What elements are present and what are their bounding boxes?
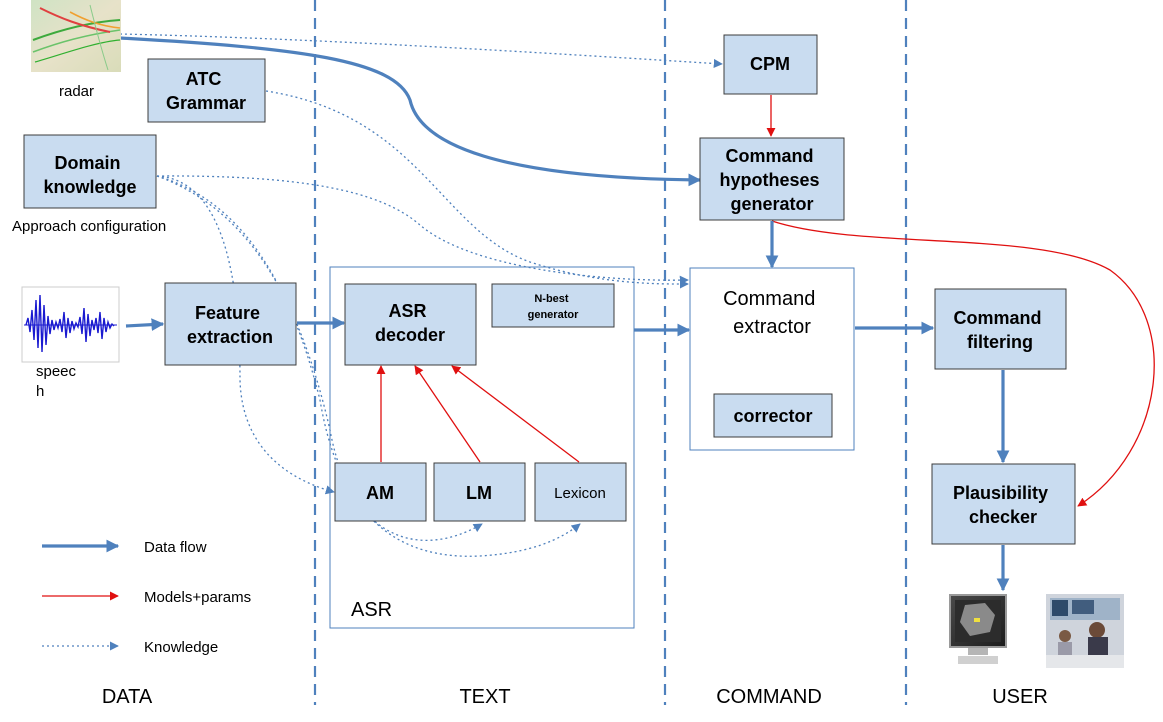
lm-to-decoder-link bbox=[414, 365, 481, 463]
domain-to-extractor-link bbox=[156, 175, 689, 285]
approach-configuration-label: Approach configuration bbox=[12, 218, 166, 235]
speech-to-feature-flow bbox=[125, 318, 165, 332]
domain-knowledge-label: Domain knowledge bbox=[43, 153, 136, 197]
lexicon-box bbox=[534, 462, 627, 522]
column-titles: DATA TEXT COMMAND USER bbox=[102, 686, 1048, 708]
lm-label: LM bbox=[466, 483, 492, 503]
radar-image bbox=[31, 0, 121, 72]
atc-grammar-box bbox=[147, 58, 266, 123]
model-links bbox=[376, 95, 1155, 507]
command-extractor-label: Command extractor bbox=[723, 288, 821, 338]
column-title-command: COMMAND bbox=[716, 686, 822, 708]
radar-to-cpm-link bbox=[119, 33, 723, 69]
hypotheses-to-plausibility-link bbox=[771, 220, 1155, 507]
plausibility-checker-box bbox=[931, 463, 1076, 545]
legend-knowledge-label: Knowledge bbox=[144, 639, 218, 656]
lexicon-label: Lexicon bbox=[554, 485, 606, 502]
feature-extraction-label: Feature extraction bbox=[187, 303, 273, 347]
cpm-box bbox=[723, 34, 818, 95]
atc-grammar-label: ATC Grammar bbox=[166, 69, 246, 113]
corrector-label: corrector bbox=[733, 406, 812, 426]
controllers-photo bbox=[1046, 594, 1124, 668]
asr-group-label: ASR bbox=[351, 599, 392, 621]
lexicon-to-decoder-link bbox=[451, 365, 580, 463]
command-filtering-label: Command filtering bbox=[953, 308, 1046, 352]
nbest-generator-box bbox=[491, 283, 615, 328]
column-title-data: DATA bbox=[102, 686, 153, 708]
asr-decoder-label: ASR decoder bbox=[375, 301, 445, 345]
am-box bbox=[334, 462, 427, 522]
feature-extraction-box bbox=[164, 282, 297, 366]
domain-to-lm-link bbox=[156, 175, 483, 542]
column-title-user: USER bbox=[992, 686, 1048, 708]
monitor-image bbox=[949, 594, 1007, 664]
legend-data-flow-label: Data flow bbox=[144, 539, 207, 556]
lm-box bbox=[433, 462, 526, 522]
cpm-label: CPM bbox=[750, 54, 790, 74]
domain-knowledge-box bbox=[23, 134, 157, 209]
data-flow-links bbox=[119, 36, 1010, 592]
speech-label: speec h bbox=[36, 363, 80, 400]
column-dividers bbox=[313, 0, 908, 705]
column-title-text: TEXT bbox=[459, 686, 510, 708]
asr-decoder-box bbox=[344, 283, 477, 366]
am-label: AM bbox=[366, 483, 394, 503]
legend-models-label: Models+params bbox=[144, 589, 251, 606]
grammar-to-extractor-link bbox=[265, 90, 689, 289]
corrector-box bbox=[713, 393, 833, 438]
radar-to-hypotheses-flow bbox=[119, 36, 702, 187]
speech-waveform bbox=[21, 286, 120, 363]
command-hypotheses-generator-label: Command hypotheses generator bbox=[719, 146, 824, 214]
plausibility-checker-label: Plausibility checker bbox=[953, 483, 1053, 527]
legend: Data flow Models+params Knowledge bbox=[42, 539, 251, 656]
nbest-generator-label: N-best generator bbox=[528, 293, 579, 321]
command-filtering-box bbox=[934, 288, 1067, 370]
command-hypotheses-generator-box bbox=[699, 137, 845, 221]
radar-label: radar bbox=[59, 83, 94, 100]
